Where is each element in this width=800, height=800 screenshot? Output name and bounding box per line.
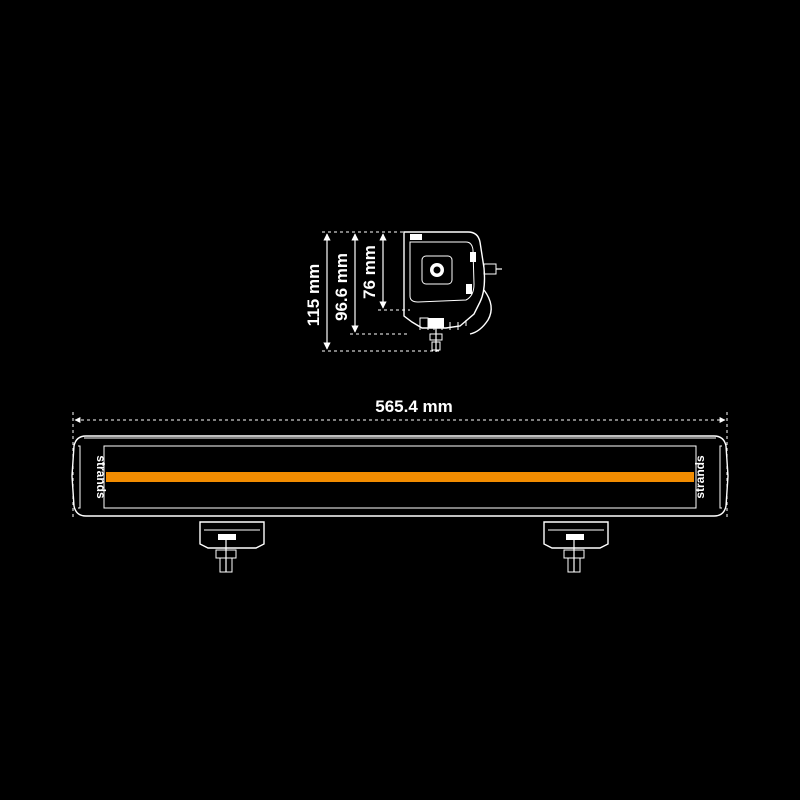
- body-height-label: 96.6 mm: [332, 253, 351, 321]
- right-mounting-bracket: [543, 521, 609, 573]
- left-brand-logo: strands: [94, 455, 108, 499]
- side-bolt: [483, 263, 497, 275]
- lens-window: [103, 445, 697, 509]
- front-view: 565.4 mm strands strands: [71, 397, 729, 573]
- side-profile-housing: [403, 231, 502, 352]
- left-end-cap: [78, 445, 81, 509]
- right-brand-logo: strands: [693, 455, 707, 499]
- side-bracket: [428, 318, 444, 328]
- lens-square: [421, 255, 453, 285]
- lens-height-label: 76 mm: [360, 245, 379, 299]
- light-bar-housing: [71, 435, 729, 517]
- left-mounting-bracket: [199, 521, 265, 573]
- amber-light-strip: [106, 472, 694, 482]
- overall-height-label: 115 mm: [304, 264, 323, 326]
- side-view: 115 mm 96.6 mm 76 mm: [304, 231, 502, 352]
- length-label: 565.4 mm: [375, 397, 453, 416]
- right-end-cap: [719, 445, 722, 509]
